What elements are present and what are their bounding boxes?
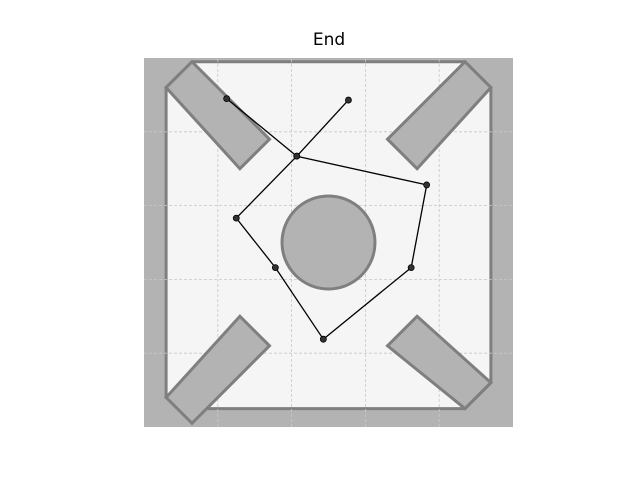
waypoint-4: [407, 264, 415, 271]
obstacles: [164, 59, 494, 426]
obstacle-circle: [280, 194, 377, 291]
waypoint-6: [271, 264, 279, 271]
waypoint-1: [345, 96, 352, 104]
waypoints: [223, 95, 431, 343]
chart-title: End: [312, 30, 346, 50]
waypoint-9: [223, 95, 231, 102]
waypoint-3: [423, 181, 431, 189]
obstacle-bar-4: [385, 314, 494, 411]
waypoint-5: [319, 335, 327, 343]
obstacle-bar-3: [164, 314, 272, 426]
obstacle-bar-2: [385, 59, 493, 171]
obstacle-bar-1: [164, 59, 272, 171]
waypoint-8: [293, 152, 301, 160]
waypoint-7: [232, 214, 240, 222]
